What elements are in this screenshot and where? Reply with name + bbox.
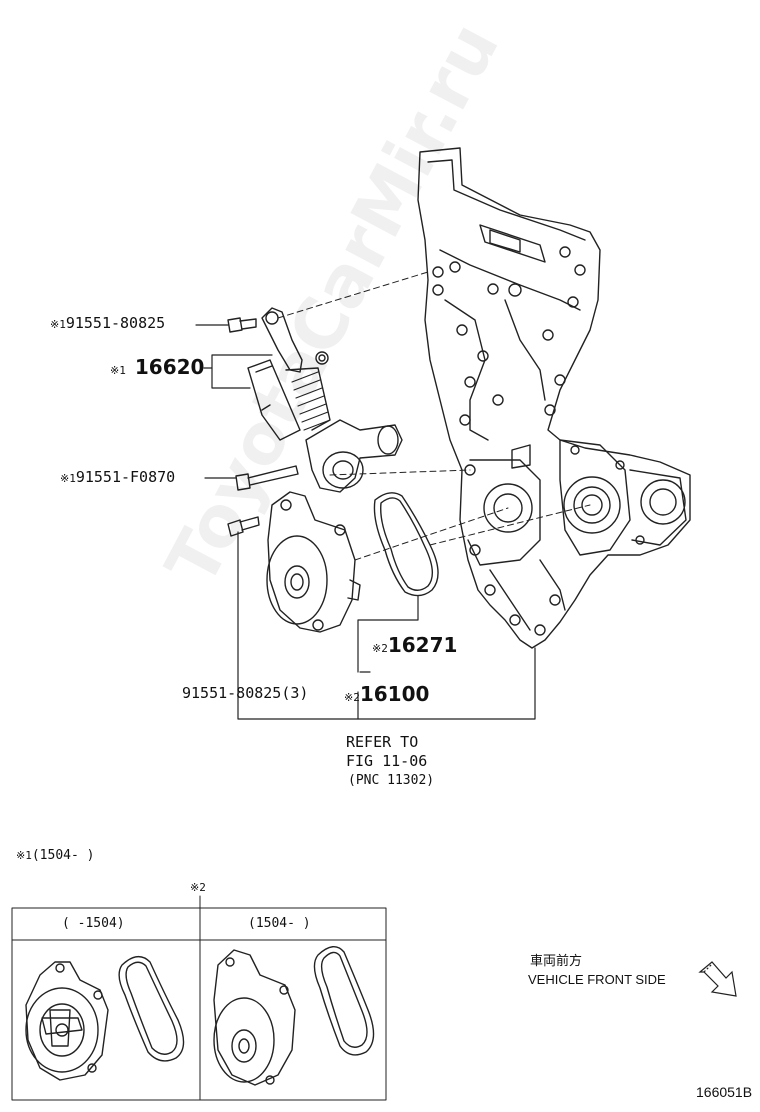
gasket-new bbox=[313, 946, 375, 1056]
table-col2-header: (1504- ) bbox=[248, 916, 311, 931]
figure-id: 166051B bbox=[696, 1084, 753, 1100]
bolt-long bbox=[235, 465, 299, 491]
callout-water-pump: ※216100 bbox=[344, 682, 429, 706]
timing-chain-cover bbox=[417, 147, 691, 649]
callout-mark: ※1 bbox=[50, 318, 66, 331]
callout-mark: ※1 bbox=[60, 472, 76, 485]
refer-line3: (PNC 11302) bbox=[348, 773, 435, 788]
bolt-pump bbox=[227, 516, 260, 537]
water-pump-old bbox=[25, 961, 109, 1081]
callout-gasket: ※216271 bbox=[372, 633, 457, 657]
water-pump-gasket bbox=[373, 492, 439, 597]
variant-table bbox=[11, 895, 387, 1101]
callout-bolt-long: ※191551-F0870 bbox=[60, 468, 175, 486]
refer-line2: FIG 11-06 bbox=[346, 752, 428, 770]
gasket-old bbox=[118, 956, 185, 1062]
direction-jp: 車両前方 bbox=[530, 953, 583, 968]
water-pump-new bbox=[213, 949, 296, 1086]
part-number: 16271 bbox=[387, 633, 458, 657]
callout-bolt-top: ※191551-80825 bbox=[50, 314, 165, 332]
part-number: 91551-80825 bbox=[65, 314, 166, 332]
leader-lines bbox=[195, 324, 536, 720]
direction-en: VEHICLE FRONT SIDE bbox=[528, 972, 666, 987]
note-1: ※1(1504- ) bbox=[16, 848, 94, 863]
callout-mark: ※2 bbox=[372, 642, 388, 655]
part-number: 91551-F0870 bbox=[75, 468, 176, 486]
callout-mark: ※1 bbox=[110, 364, 126, 377]
chain-tensioner bbox=[247, 307, 403, 493]
part-number: 91551-80825(3) bbox=[182, 684, 309, 702]
table-col1-header: ( -1504) bbox=[62, 916, 125, 931]
callout-tensioner: ※1 16620 bbox=[110, 355, 204, 379]
part-number: 16100 bbox=[359, 682, 430, 706]
callout-pump-bolts: 91551-80825(3) bbox=[182, 684, 308, 702]
bolt-short bbox=[227, 317, 257, 333]
note-range: (1504- ) bbox=[31, 848, 95, 863]
part-number: 16620 bbox=[134, 355, 205, 379]
note-mark: ※1 bbox=[16, 849, 32, 862]
water-pump bbox=[266, 491, 361, 633]
callout-mark: ※2 bbox=[344, 691, 360, 704]
alignment-lines bbox=[277, 271, 591, 561]
note-2: ※2 bbox=[190, 881, 206, 894]
front-arrow-icon bbox=[698, 961, 737, 997]
refer-line1: REFER TO bbox=[346, 733, 419, 751]
